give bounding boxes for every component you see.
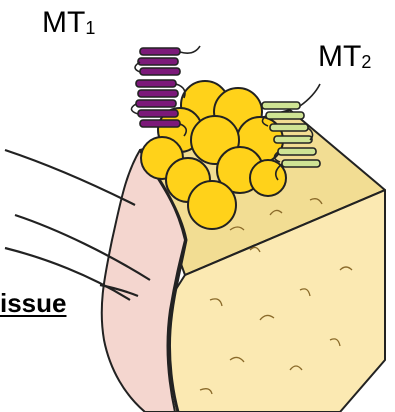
mt2-label-subscript: 2: [361, 52, 371, 72]
tissue-label: issue: [0, 288, 67, 319]
mt2-label-main: MT: [318, 40, 361, 73]
mt1-label-main: MT: [42, 6, 85, 39]
mt1-label: MT1: [42, 6, 95, 40]
mt2-label: MT2: [318, 40, 371, 74]
mt1-label-subscript: 1: [85, 18, 95, 38]
